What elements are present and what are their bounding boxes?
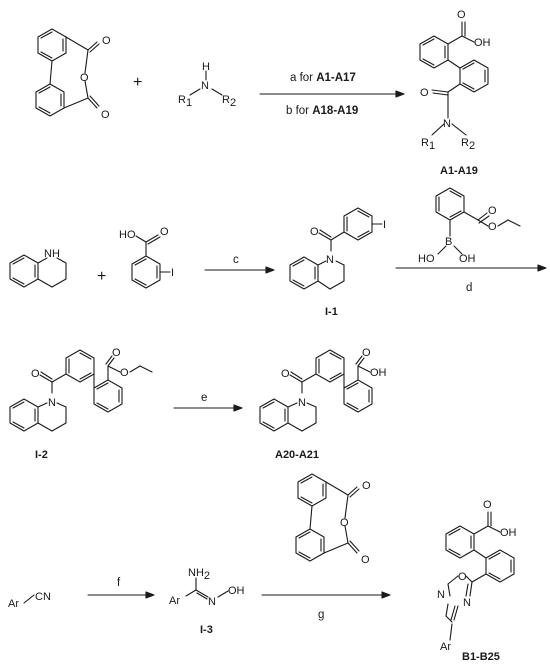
b-aryl-label: Ar <box>440 641 451 653</box>
condition-g-label: g <box>318 609 324 621</box>
anhydride-ring-oxygen: O <box>80 72 89 84</box>
b-hydroxyl-label: OH <box>500 527 517 539</box>
diphenic-anhydride-reagent-structure <box>295 473 360 562</box>
secondary-amine-structure <box>189 70 223 96</box>
product-amide-nitrogen: N <box>443 118 451 130</box>
reaction-arrow-e-head <box>233 404 243 412</box>
boronic-ester-carbonyl-oxygen: O <box>488 205 497 217</box>
reagent-anhydride-carbonyl-oxygen-2: O <box>361 554 370 566</box>
a20-hydroxyl-label: OH <box>370 367 387 379</box>
plus-sign-row-2: + <box>97 268 106 285</box>
reaction-arrow-g-head <box>381 591 391 599</box>
nitrile-cn-label: CN <box>35 591 51 603</box>
product-acid-carbonyl-oxygen: O <box>457 9 466 21</box>
condition-f-label: f <box>117 577 121 589</box>
condition-a-label: a for A1-A17 <box>290 72 356 84</box>
intermediate-i-2-structure <box>9 349 153 432</box>
compound-label-b1-b25: B1-B25 <box>462 651 500 663</box>
diphenic-anhydride-structure <box>35 28 100 117</box>
acid-hydroxyl-label: HO <box>119 229 136 241</box>
compound-label-i-3: I-3 <box>200 624 213 636</box>
product-b1-b25-structure <box>445 511 515 641</box>
i-1-nitrogen: N <box>326 254 334 266</box>
boronic-ester-alkoxy-oxygen: O <box>488 221 497 233</box>
boronic-boron-label: B <box>445 236 452 248</box>
b-acid-carbonyl-oxygen: O <box>483 499 492 511</box>
product-r1-label: R1 <box>421 137 435 152</box>
i-2-amide-oxygen: O <box>31 368 40 380</box>
i-3-imine-nitrogen: N <box>208 596 216 608</box>
i-3-amino-label: NH2 <box>188 567 210 582</box>
i-2-ester-alkoxy-oxygen: O <box>120 367 129 379</box>
tetrahydroquinoline-nh-label: NH <box>44 248 60 260</box>
b-oxadiazole-oxygen: O <box>458 571 467 583</box>
i-1-carbonyl-oxygen: O <box>310 226 319 238</box>
compound-label-i-1: I-1 <box>325 306 338 318</box>
condition-c-label: c <box>233 254 239 266</box>
acid-iodine-label: I <box>171 267 174 279</box>
boronic-hydroxyl-right: OH <box>459 253 476 265</box>
compound-label-a20-a21: A20-A21 <box>275 449 319 461</box>
reagent-anhydride-carbonyl-oxygen-1: O <box>362 480 371 492</box>
i-2-ester-carbonyl-oxygen: O <box>112 347 121 359</box>
b-oxadiazole-nitrogen-2: N <box>463 597 471 609</box>
b-oxadiazole-nitrogen-1: N <box>437 589 445 601</box>
nitrile-aryl-label: Ar <box>8 598 19 610</box>
boronic-ester-reagent-structure <box>435 187 521 255</box>
plus-sign-row-1: + <box>133 74 142 91</box>
boronic-hydroxyl-left: HO <box>418 253 435 265</box>
amine-r2-label: R2 <box>222 94 236 109</box>
compound-label-i-2: I-2 <box>35 449 48 461</box>
nitrile-bond <box>23 594 35 604</box>
intermediate-i-1-structure <box>289 207 383 290</box>
tetrahydroquinoline-structure <box>9 254 67 288</box>
acid-carbonyl-oxygen: O <box>160 226 169 238</box>
anhydride-carbonyl-oxygen-2: O <box>101 109 110 121</box>
i-2-nitrogen: N <box>48 397 56 409</box>
product-hydroxyl-label: OH <box>474 37 491 49</box>
product-a1-a19-structure <box>419 21 489 136</box>
reaction-arrow-d-head <box>537 264 547 272</box>
amidoxime-i-3-structure <box>185 577 229 600</box>
reagent-anhydride-ring-oxygen: O <box>340 517 349 529</box>
reaction-arrow-f-head <box>145 591 155 599</box>
condition-e-label: e <box>201 392 207 404</box>
reaction-arrow-row-1-head <box>395 90 405 98</box>
a20-amide-oxygen: O <box>281 368 290 380</box>
product-a20-a21-structure <box>259 349 373 432</box>
product-amide-oxygen: O <box>420 87 429 99</box>
amine-hydrogen: H <box>202 61 210 73</box>
condition-d-label: d <box>466 282 472 294</box>
compound-label-a1-a19: A1-A19 <box>440 165 478 177</box>
anhydride-carbonyl-oxygen-1: O <box>102 35 111 47</box>
i-3-hydroxyl-label: OH <box>228 585 245 597</box>
reaction-row-1: O O O + H N R1 R2 a for A1-A17 b for A18… <box>35 9 491 177</box>
iodobenzoic-acid-structure <box>131 234 171 289</box>
i-3-aryl-label: Ar <box>169 595 180 607</box>
reaction-row-4: Ar CN f NH2 Ar N OH I-3 <box>8 473 517 663</box>
condition-b-label: b for A18-A19 <box>286 105 358 117</box>
reaction-row-2: NH + HO O I c <box>9 187 547 318</box>
reaction-row-3: O O O N I-2 e <box>9 347 387 461</box>
i-1-iodine-label: I <box>383 219 386 231</box>
a20-nitrogen: N <box>298 397 306 409</box>
a20-acid-carbonyl-oxygen: O <box>362 347 371 359</box>
amine-nitrogen: N <box>201 80 209 92</box>
product-r2-label: R2 <box>461 137 475 152</box>
amine-r1-label: R1 <box>178 94 192 109</box>
reaction-arrow-c-head <box>265 266 275 274</box>
